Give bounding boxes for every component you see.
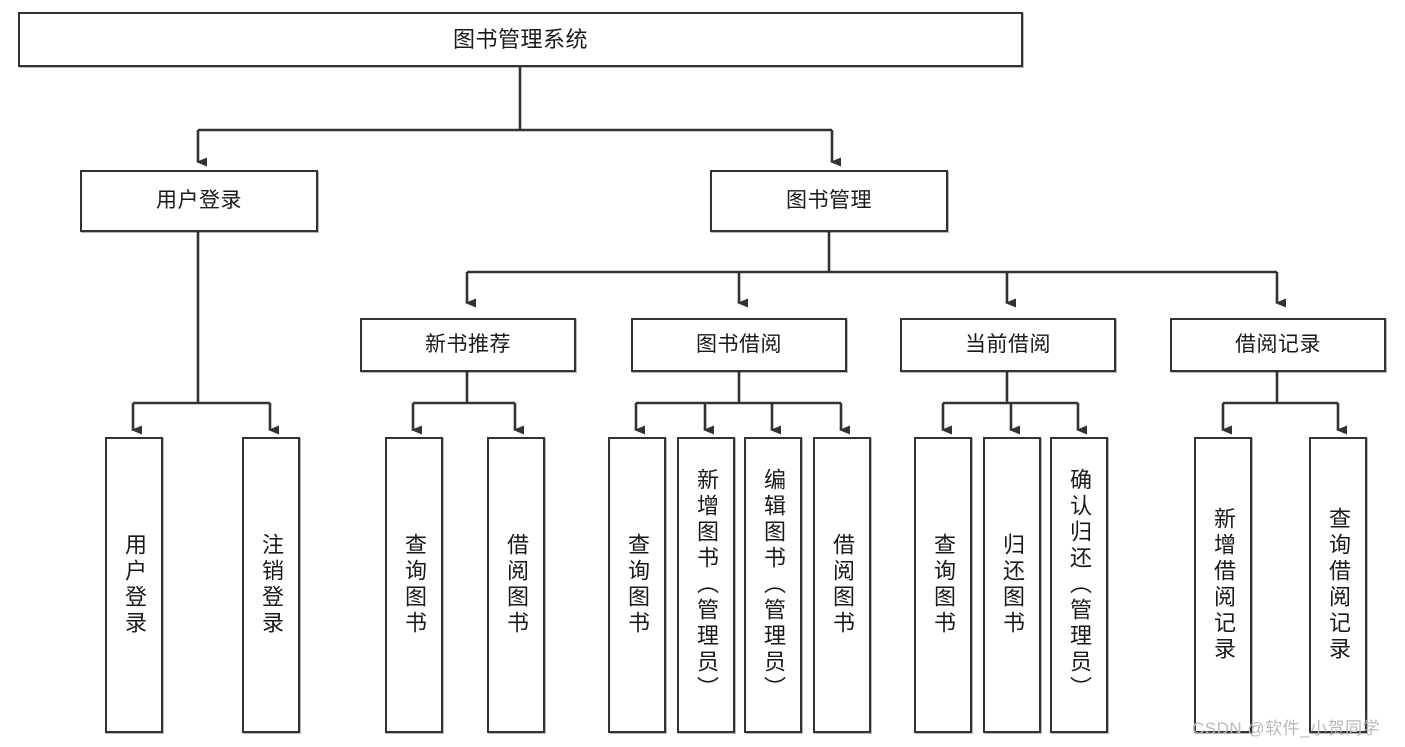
node-label: 借阅图书 xyxy=(504,533,529,637)
node-label: 编辑图书（管理员） xyxy=(761,468,786,702)
leaf-edit-book-admin[interactable]: 编辑图书（管理员） xyxy=(744,437,802,733)
leaf-borrow-book[interactable]: 借阅图书 xyxy=(813,437,871,733)
node-new-book-recommend[interactable]: 新书推荐 xyxy=(360,318,576,372)
node-label: 图书借阅 xyxy=(696,332,782,356)
csdn-watermark: CSDN @软件_小贺同学 xyxy=(1192,719,1381,738)
node-book-borrow[interactable]: 图书借阅 xyxy=(631,318,847,372)
node-label: 归还图书 xyxy=(1000,533,1025,637)
leaf-confirm-return-admin[interactable]: 确认归还（管理员） xyxy=(1050,437,1108,733)
leaf-query-book-current[interactable]: 查询图书 xyxy=(914,437,972,733)
node-label: 查询图书 xyxy=(625,533,650,637)
node-current-borrow[interactable]: 当前借阅 xyxy=(900,318,1116,372)
leaf-borrow-book-recommend[interactable]: 借阅图书 xyxy=(487,437,545,733)
node-root-system[interactable]: 图书管理系统 xyxy=(18,12,1023,67)
node-label: 查询图书 xyxy=(931,533,956,637)
node-label: 用户登录 xyxy=(156,188,242,212)
node-label: 新增图书（管理员） xyxy=(694,468,719,702)
leaf-add-borrow-record[interactable]: 新增借阅记录 xyxy=(1194,437,1252,733)
node-label: 确认归还（管理员） xyxy=(1067,468,1092,702)
leaf-query-book-recommend[interactable]: 查询图书 xyxy=(385,437,443,733)
leaf-add-book-admin[interactable]: 新增图书（管理员） xyxy=(677,437,735,733)
node-label: 当前借阅 xyxy=(965,332,1051,356)
leaf-return-book[interactable]: 归还图书 xyxy=(983,437,1041,733)
node-label: 新增借阅记录 xyxy=(1211,507,1236,663)
leaf-logout[interactable]: 注销登录 xyxy=(242,437,300,733)
leaf-user-login[interactable]: 用户登录 xyxy=(105,437,163,733)
node-label: 查询借阅记录 xyxy=(1326,507,1351,663)
node-borrow-record[interactable]: 借阅记录 xyxy=(1170,318,1386,372)
node-label: 查询图书 xyxy=(402,533,427,637)
node-label: 新书推荐 xyxy=(425,332,511,356)
node-label: 图书管理 xyxy=(786,188,872,212)
node-label: 借阅记录 xyxy=(1235,332,1321,356)
node-label: 借阅图书 xyxy=(830,533,855,637)
leaf-query-book-borrow[interactable]: 查询图书 xyxy=(608,437,666,733)
node-label: 注销登录 xyxy=(259,533,284,637)
node-label: 用户登录 xyxy=(122,533,147,637)
node-book-management[interactable]: 图书管理 xyxy=(710,170,948,232)
leaf-query-borrow-record[interactable]: 查询借阅记录 xyxy=(1309,437,1367,733)
node-user-login[interactable]: 用户登录 xyxy=(80,170,318,232)
node-label: 图书管理系统 xyxy=(452,26,588,52)
